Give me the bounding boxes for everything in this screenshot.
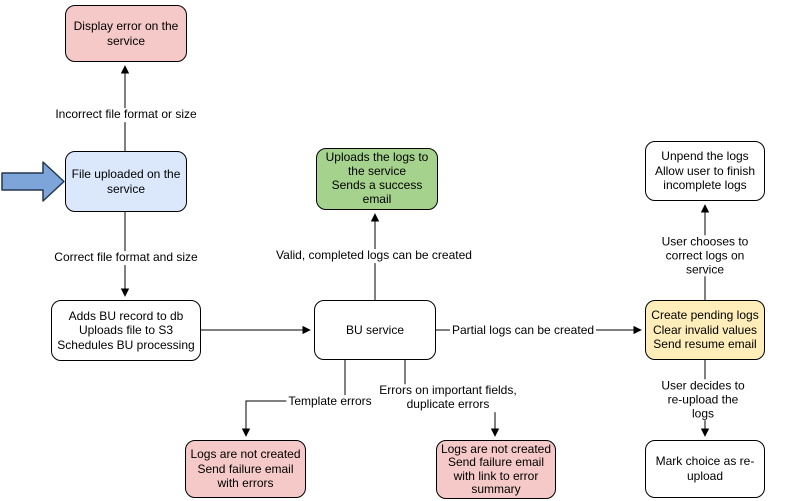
node-bu-service: BU service (314, 300, 436, 360)
edge-label-incorrect-format: Incorrect file format or size (53, 107, 199, 122)
node-adds-bu-record: Adds BU record to db Uploads file to S3 … (51, 300, 201, 361)
node-logs-not-created-summary: Logs are not created Send failure email … (436, 440, 556, 499)
node-uploads-logs-success: Uploads the logs to the service Sends a … (316, 148, 438, 210)
node-mark-choice-reupload: Mark choice as re- upload (645, 440, 765, 498)
entry-arrow-icon (1, 161, 65, 202)
node-unpend-logs: Unpend the logs Allow user to finish inc… (645, 141, 765, 201)
edge-label-correct-format: Correct file format and size (52, 250, 200, 265)
edge-label-template-errors: Template errors (286, 394, 374, 409)
edge-label-user-decides: User decides to re-upload the logs (654, 378, 752, 421)
edge-label-valid-logs: Valid, completed logs can be created (274, 248, 474, 263)
edge-label-partial-logs: Partial logs can be created (449, 323, 597, 338)
node-display-error: Display error on the service (65, 5, 187, 62)
edge-label-important-field-errors: Errors on important fields, duplicate er… (377, 383, 519, 412)
node-logs-not-created-errors: Logs are not created Send failure email … (185, 440, 306, 498)
node-file-uploaded: File uploaded on the service (65, 151, 187, 212)
edge-label-user-chooses: User chooses to correct logs on service (657, 234, 753, 277)
node-create-pending-logs: Create pending logs Clear invalid values… (645, 300, 765, 360)
